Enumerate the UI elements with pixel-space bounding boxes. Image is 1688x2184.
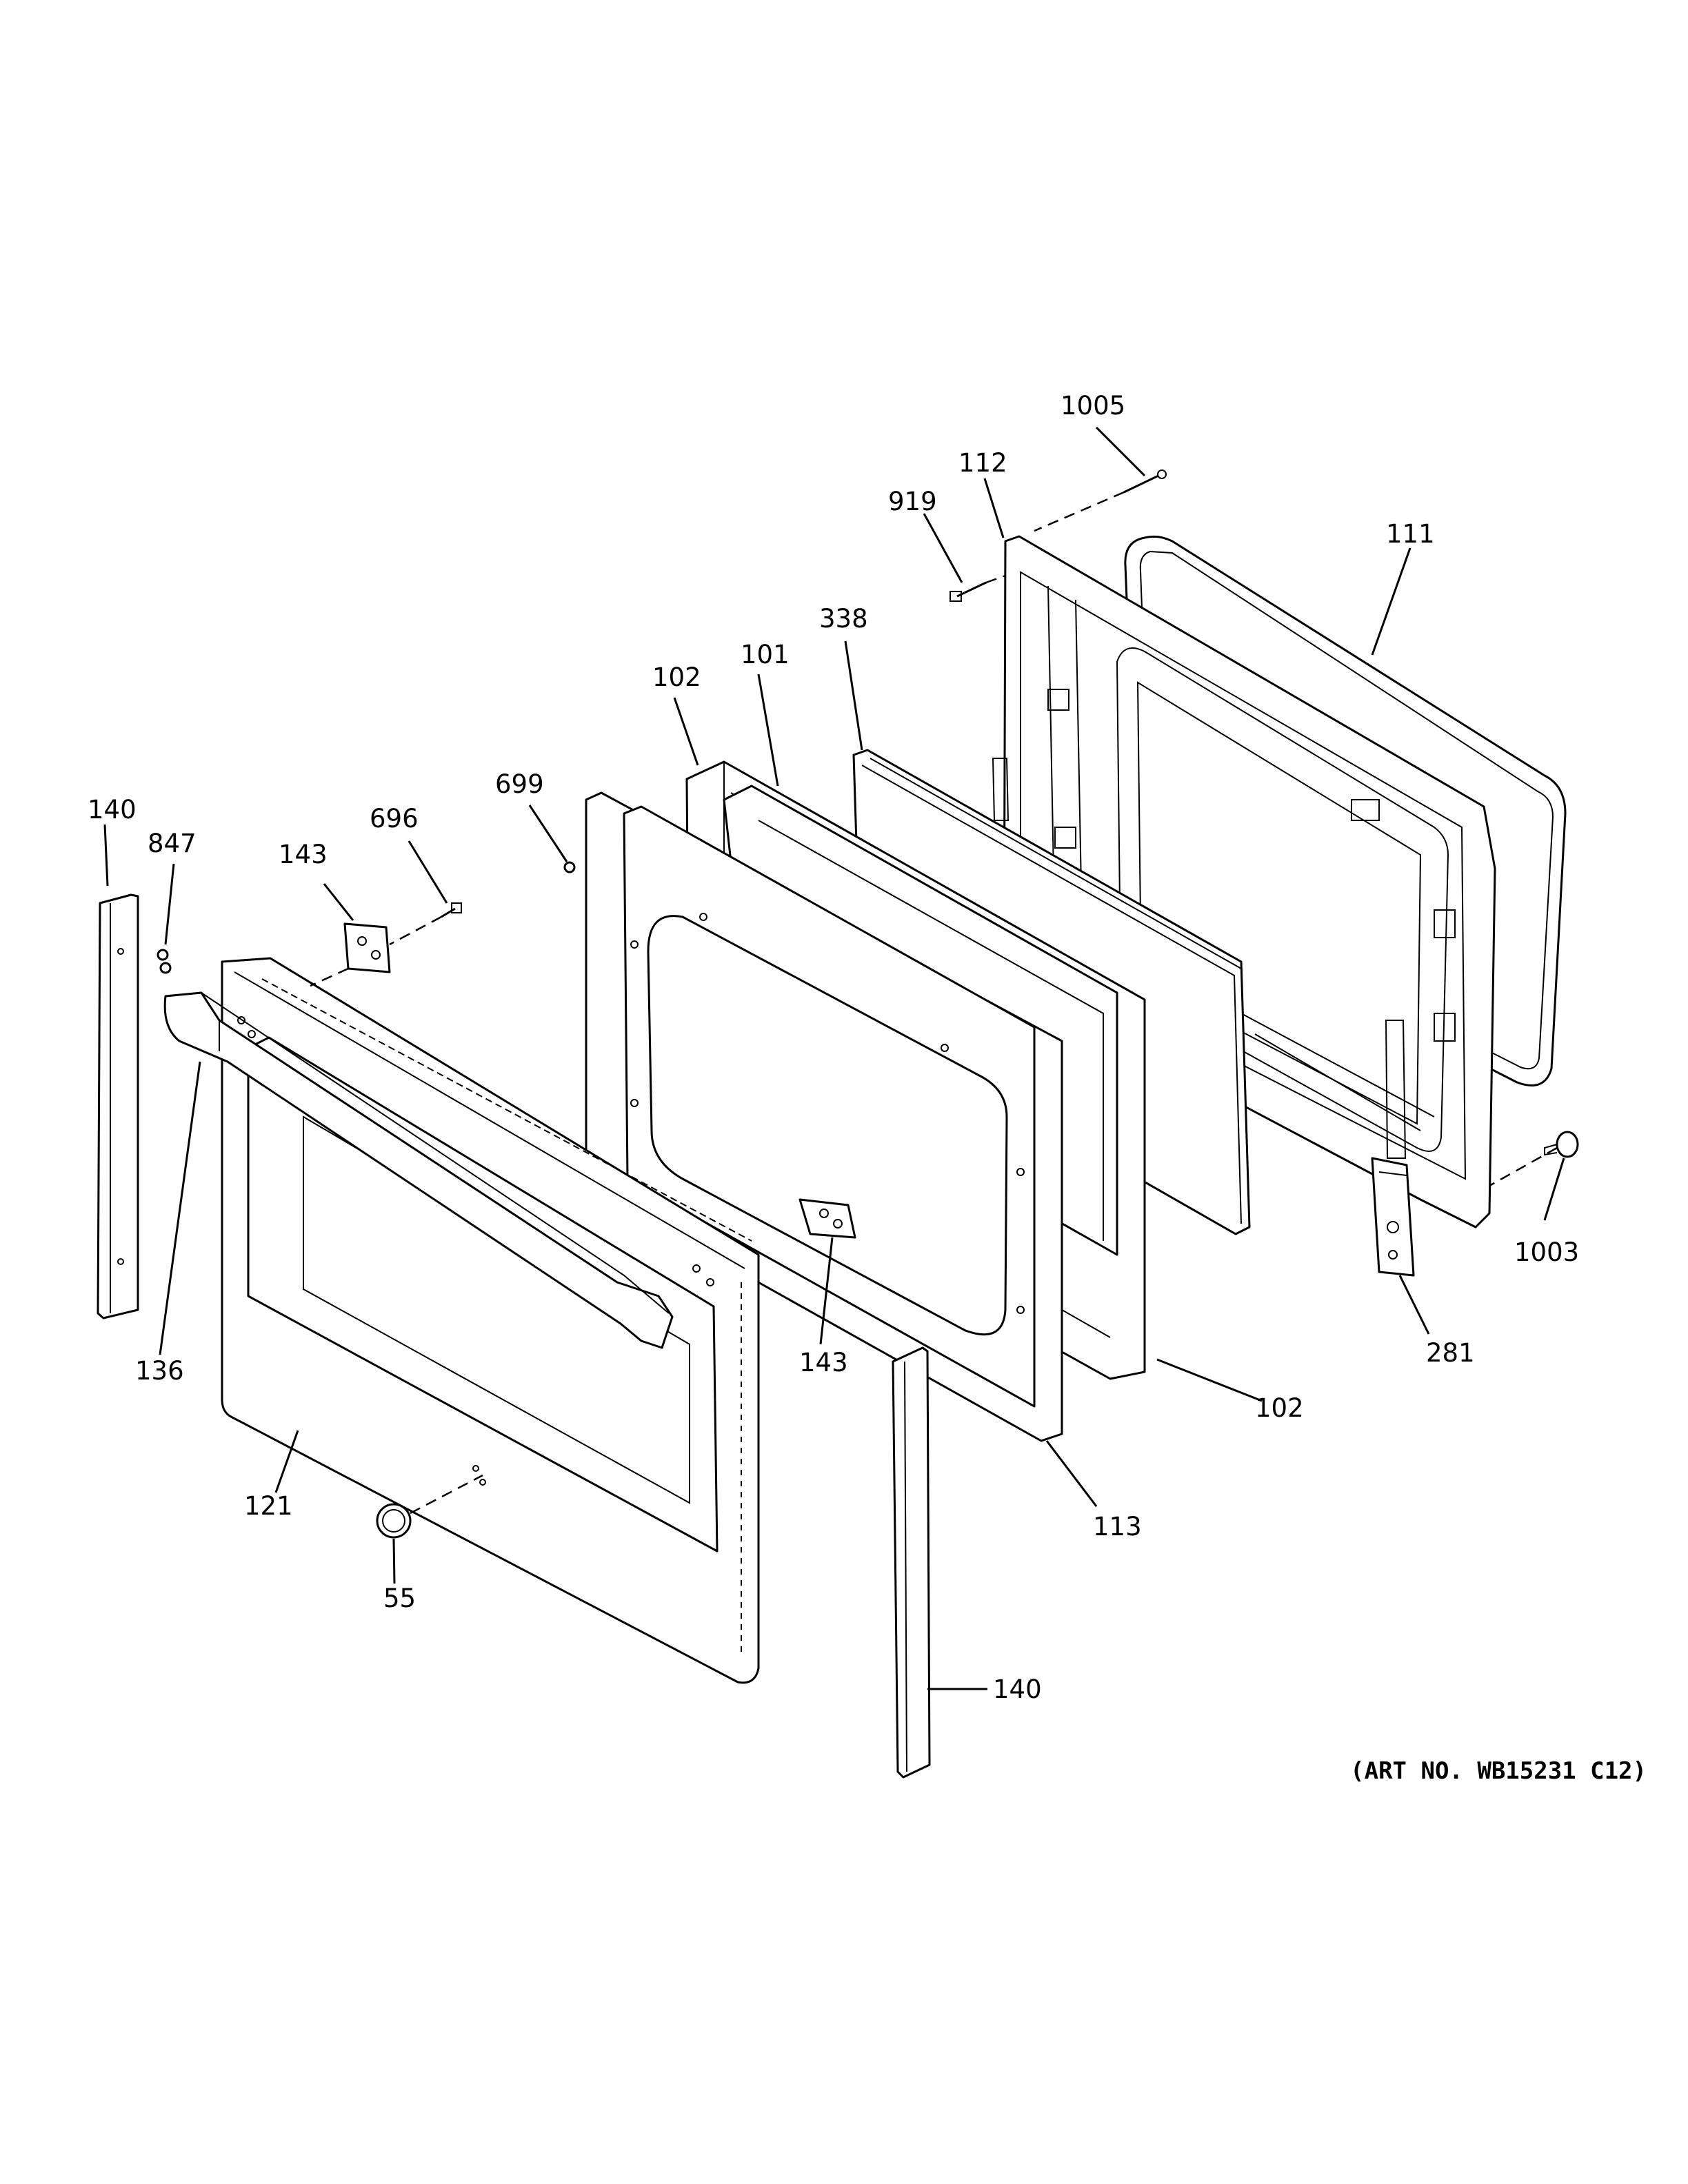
callout-140-bottom: 140 bbox=[993, 1675, 1042, 1704]
callout-699: 699 bbox=[495, 769, 544, 799]
callout-338: 338 bbox=[819, 604, 868, 634]
callout-143-mid: 143 bbox=[799, 1348, 848, 1377]
callout-143-left: 143 bbox=[279, 840, 328, 869]
part-696-screw bbox=[441, 902, 462, 918]
part-111-door-gasket bbox=[1124, 535, 1567, 1086]
part-140-side-trim-bottom bbox=[892, 1346, 931, 1779]
part-55-badge bbox=[376, 1503, 412, 1539]
part-847-screws bbox=[157, 949, 172, 974]
callout-55: 55 bbox=[383, 1584, 416, 1613]
callout-140-left: 140 bbox=[88, 795, 137, 825]
callout-847: 847 bbox=[148, 829, 197, 858]
assembly-lines bbox=[310, 491, 1558, 1515]
callout-1005: 1005 bbox=[1061, 391, 1125, 421]
callout-113: 113 bbox=[1093, 1512, 1142, 1541]
part-919-screw bbox=[950, 581, 987, 602]
part-112-inner-door-frame bbox=[992, 535, 1496, 1228]
leader-lines bbox=[103, 426, 1565, 1690]
callout-labels: 1005 112 919 111 338 101 102 699 140 847… bbox=[88, 391, 1579, 1704]
callout-919: 919 bbox=[888, 487, 937, 516]
callout-101: 101 bbox=[741, 640, 790, 669]
callout-121: 121 bbox=[244, 1491, 293, 1521]
callout-112: 112 bbox=[958, 448, 1007, 478]
art-number: (ART NO. WB15231 C12) bbox=[1350, 1757, 1647, 1785]
part-136-door-handle bbox=[163, 991, 674, 1349]
callout-281: 281 bbox=[1426, 1338, 1475, 1368]
part-113-panel-frame bbox=[585, 791, 1063, 1442]
part-1003-screw bbox=[1544, 1131, 1579, 1158]
callout-111: 111 bbox=[1386, 519, 1435, 549]
part-140-side-trim-left bbox=[97, 893, 139, 1320]
callout-696: 696 bbox=[370, 804, 419, 833]
part-281-hinge bbox=[1371, 1157, 1415, 1277]
part-699-screw bbox=[563, 861, 576, 873]
callout-136: 136 bbox=[135, 1356, 184, 1386]
part-143-hinge-bracket-mid bbox=[798, 1198, 856, 1239]
part-1005-screw bbox=[1123, 469, 1167, 494]
part-143-hinge-bracket-left bbox=[343, 922, 391, 973]
callout-102-top: 102 bbox=[652, 663, 701, 692]
callout-1003: 1003 bbox=[1514, 1237, 1579, 1267]
callout-102-bottom: 102 bbox=[1255, 1393, 1304, 1423]
